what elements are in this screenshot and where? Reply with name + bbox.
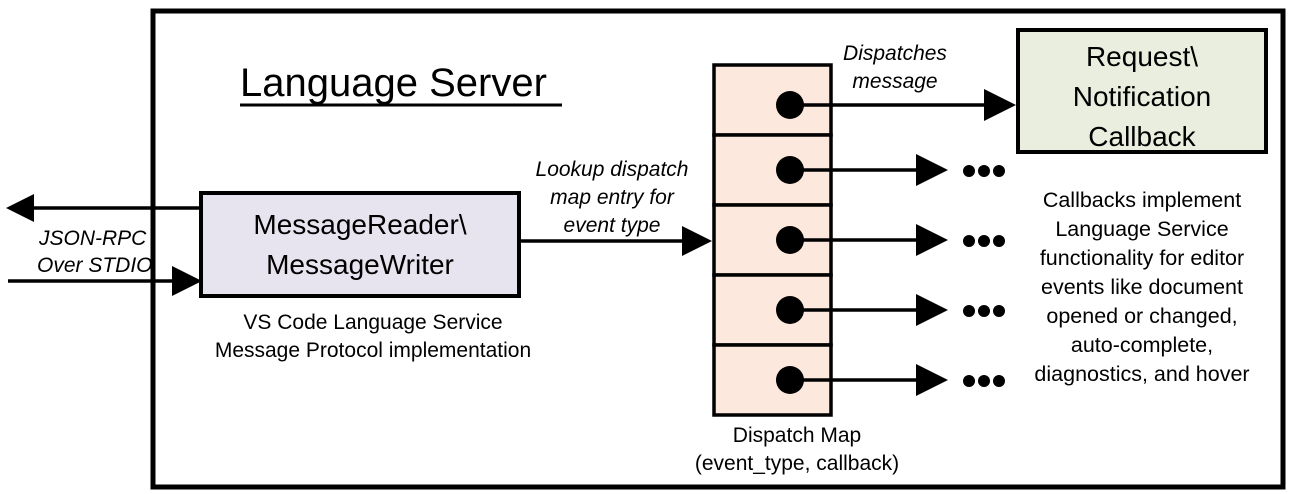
protocol-label-line2: Over STDIO (37, 254, 153, 277)
dispatch-map-row (712, 63, 833, 137)
callback-description-line: Language Service (1055, 217, 1228, 241)
callback-description-line: events like document (1041, 275, 1243, 299)
message-reader-writer-box (199, 191, 521, 298)
callback-description-line: diagnostics, and hover (1034, 362, 1249, 386)
message-box-label-line2: MessageWriter (266, 249, 454, 280)
dispatch-arrow-head-1 (984, 89, 1016, 121)
callback-description-line: functionality for editor (1040, 246, 1244, 270)
dispatch-arrow-head-3 (916, 224, 948, 256)
callback-description: Callbacks implement Language Service fun… (1034, 188, 1249, 386)
language-server-frame (150, 8, 1286, 490)
page-title: Language Server (240, 61, 547, 105)
lookup-label-line2: map entry for (550, 186, 675, 209)
lookup-arrow-head (682, 226, 712, 256)
message-box-caption-line1: VS Code Language Service (243, 311, 502, 334)
message-box-caption-line2: Message Protocol implementation (215, 339, 531, 362)
dispatch-label-line2: message (852, 70, 937, 93)
lookup-label-line1: Lookup dispatch (536, 158, 689, 181)
callback-box-line3: Callback (1088, 121, 1196, 152)
ellipsis-4 (963, 305, 1005, 317)
ellipsis-5 (963, 375, 1005, 387)
inbound-arrow-head (172, 266, 202, 296)
protocol-label-line1: JSON-RPC (38, 227, 147, 250)
lookup-label-line3: event type (564, 214, 661, 237)
outbound-arrow-head (6, 194, 34, 222)
ellipsis-2 (963, 165, 1005, 177)
callback-description-line: opened or changed, (1046, 304, 1237, 328)
callback-description-line: auto-complete, (1071, 333, 1213, 357)
callback-description-line: Callbacks implement (1043, 188, 1241, 212)
callback-box-line2: Notification (1073, 81, 1212, 112)
callback-box (1016, 28, 1268, 154)
dispatch-label-line1: Dispatches (843, 42, 947, 65)
dispatch-map-caption-line1: Dispatch Map (733, 424, 861, 447)
dispatch-arrow-head-2 (916, 154, 948, 186)
dispatch-arrow-head-4 (916, 294, 948, 326)
callback-box-line1: Request\ (1086, 41, 1198, 72)
message-box-label-line1: MessageReader\ (253, 209, 466, 240)
dispatch-map-caption-line2: (event_type, callback) (695, 452, 899, 475)
dispatch-arrow-head-5 (916, 364, 948, 396)
ellipsis-3 (963, 235, 1005, 247)
